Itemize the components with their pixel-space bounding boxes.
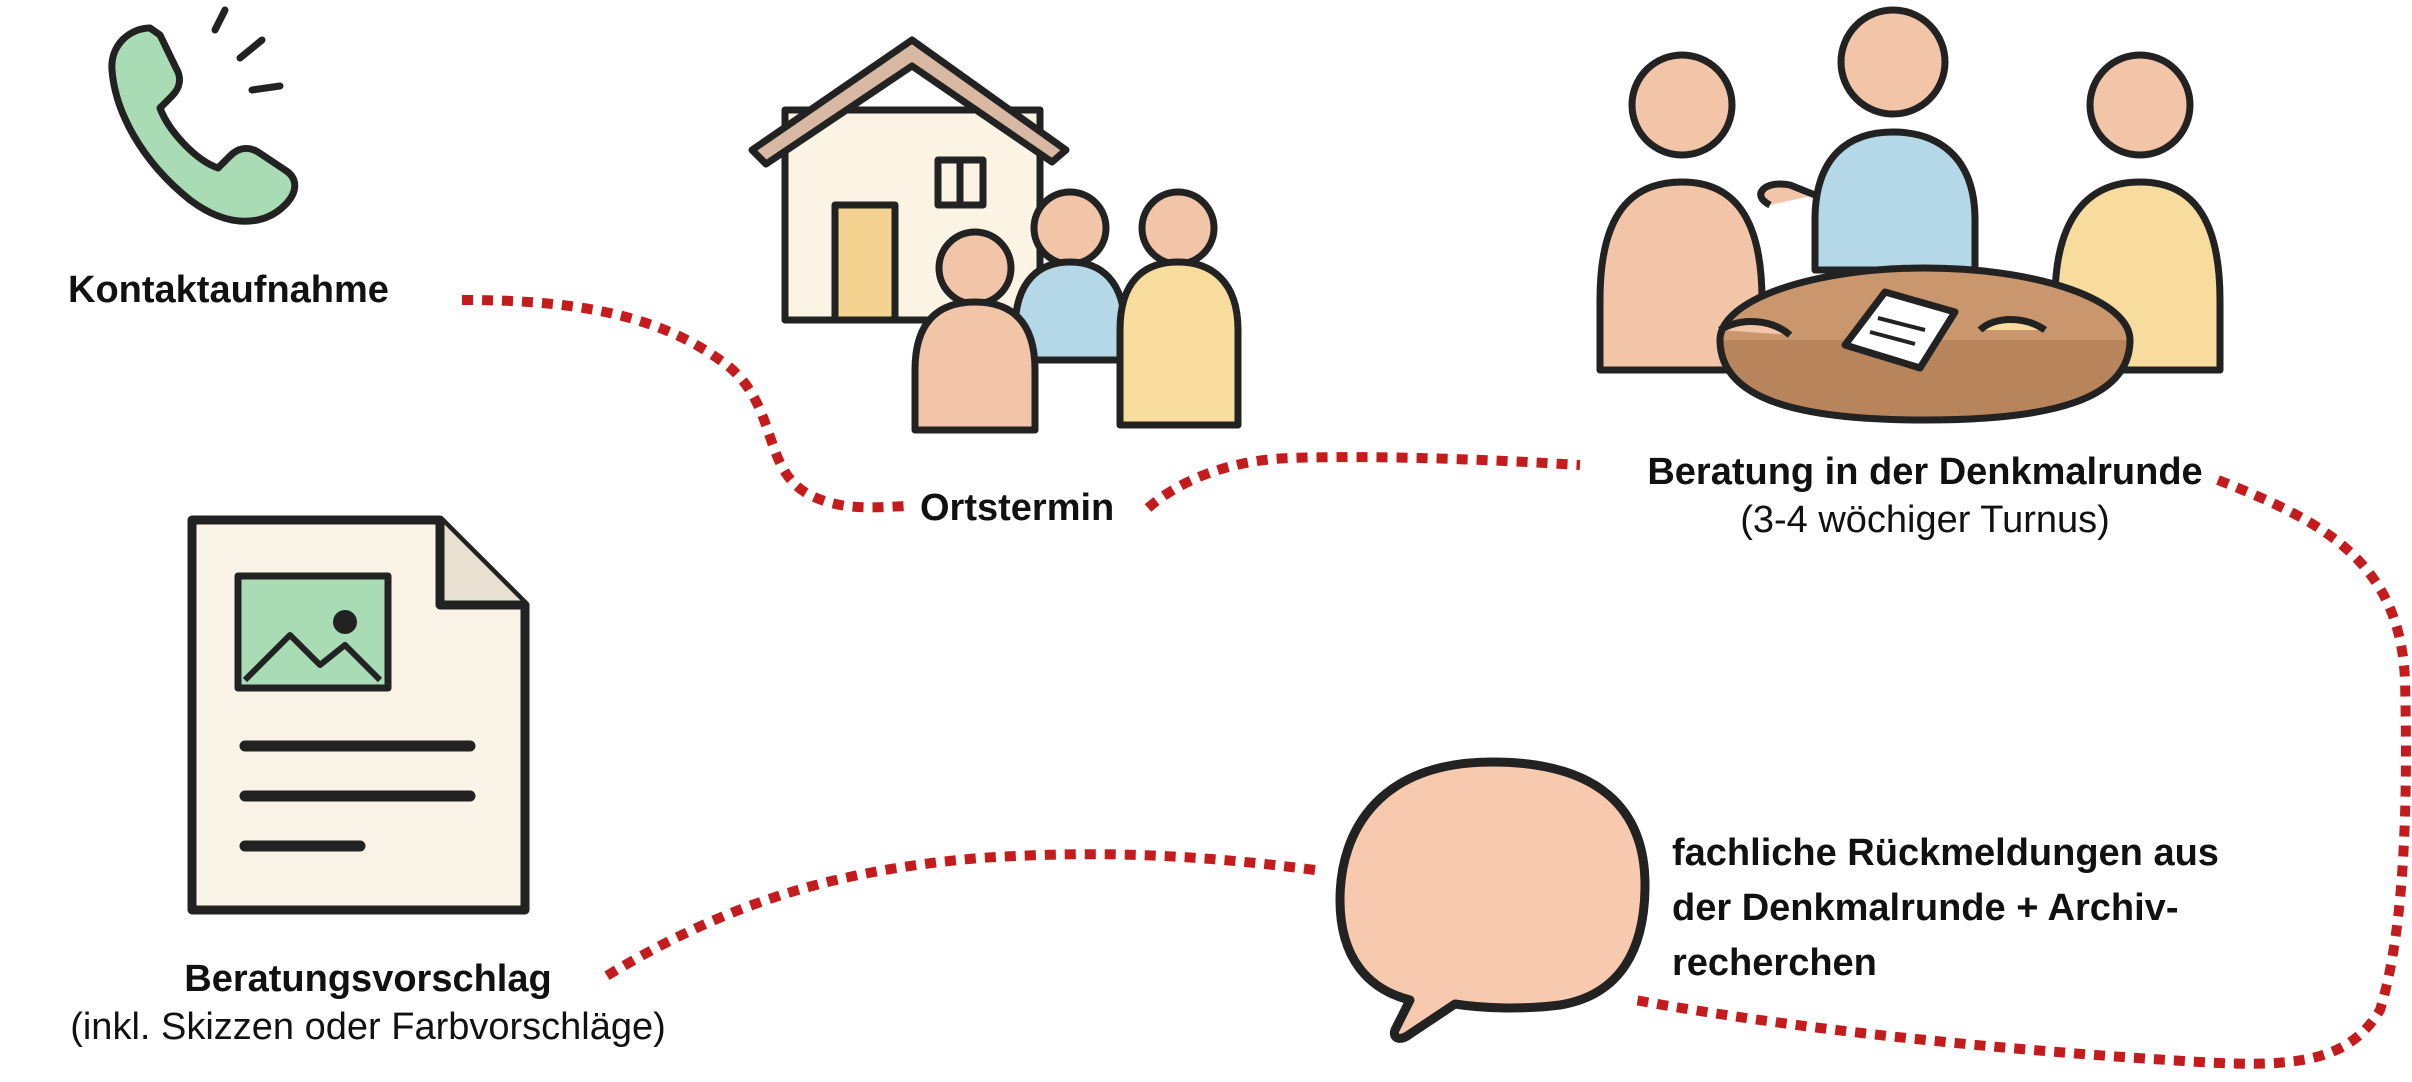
step-rueckmeldung-line3: recherchen [1672, 942, 1877, 984]
connector-lines [461, 295, 2411, 1069]
meeting-table-icon [1596, 6, 2224, 424]
step-vorschlag-subtitle: (inkl. Skizzen oder Farbvorschläge) [70, 1006, 666, 1048]
connector-ortstermin-beratung [1144, 452, 1581, 512]
step-rueckmeldung-line1: fachliche Rückmeldungen aus [1672, 832, 2219, 874]
step-vorschlag-block: Beratungsvorschlag (inkl. Skizzen oder F… [70, 955, 666, 1051]
connector-rueckmeldung-vorschlag [597, 849, 1316, 985]
connector-kontakt-ortstermin [461, 295, 906, 513]
house-and-people-icon [748, 36, 1242, 434]
step-vorschlag-title: Beratungsvorschlag [184, 958, 552, 1000]
step-rueckmeldung-line2: der Denkmalrunde + Archiv- [1672, 887, 2179, 929]
step-kontakt-label: Kontaktaufnahme [68, 269, 389, 311]
step-rueckmeldung-block: fachliche Rückmeldungen aus der Denkmalr… [1672, 826, 2312, 991]
step-beratung-title: Beratung in der Denkmalrunde [1647, 451, 2203, 493]
connector-beratung-rueckmeldung [1634, 475, 2411, 1069]
phone-icon [108, 6, 299, 225]
step-beratung-subtitle: (3-4 wöchiger Turnus) [1740, 499, 2110, 541]
step-beratung-block: Beratung in der Denkmalrunde (3-4 wöchig… [1647, 448, 2202, 544]
speech-bubble-icon [1335, 757, 1650, 1043]
document-icon [187, 515, 530, 915]
step-ortstermin-label: Ortstermin [920, 487, 1115, 529]
